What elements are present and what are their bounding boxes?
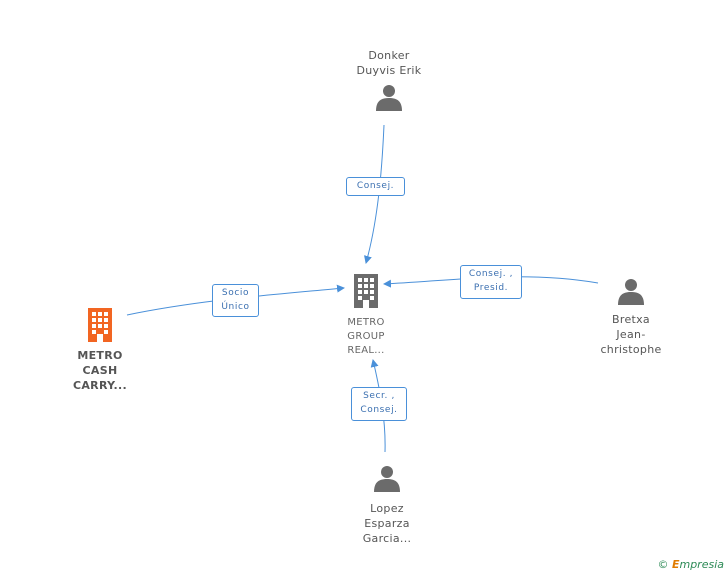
node-lopez-esparza-garcia[interactable]: Lopez Esparza Garcia... — [342, 463, 432, 546]
edge-label-line: Secr. , — [363, 391, 395, 401]
edge-label-line: Consej. — [356, 181, 395, 191]
node-bretxa-jean-christophe[interactable]: Bretxa Jean- christophe — [586, 276, 676, 357]
node-label-line: REAL... — [347, 345, 385, 356]
node-metro-cash-carry[interactable]: METRO CASH CARRY... — [60, 306, 140, 393]
building-icon — [354, 274, 378, 308]
brand-logo-initial: E — [671, 558, 680, 571]
edge-label-metro-cash[interactable]: Socio Único — [212, 284, 259, 317]
building-icon — [88, 308, 112, 342]
node-label-line: CASH — [82, 364, 118, 377]
node-label-line: Donker — [368, 49, 410, 62]
edge-label-line: Único — [221, 302, 250, 312]
person-icon — [376, 85, 402, 111]
node-metro-group-real[interactable]: METRO GROUP REAL... — [327, 272, 405, 358]
edge-label-line: Presid. — [473, 283, 509, 293]
person-icon — [618, 279, 644, 305]
brand-logo-text: mpresia — [679, 558, 724, 571]
edge-label-bretxa[interactable]: Consej. , Presid. — [460, 265, 522, 299]
edge-label-line: Consej. — [360, 405, 398, 415]
node-label-line: GROUP — [347, 331, 385, 342]
empresia-brand: © Empresia — [657, 558, 724, 571]
node-label-line: Garcia... — [362, 532, 412, 545]
person-icon — [374, 466, 400, 492]
copyright-icon: © — [657, 558, 669, 571]
node-label-line: Jean- — [616, 328, 646, 341]
edge-label-line: Socio — [221, 288, 250, 298]
node-label-line: Lopez — [370, 502, 404, 515]
node-label-line: METRO — [77, 349, 123, 362]
edge-label-donker[interactable]: Consej. — [346, 177, 405, 196]
node-label-line: METRO — [347, 317, 385, 328]
edge-label-lopez[interactable]: Secr. , Consej. — [351, 387, 407, 421]
edge-label-line: Consej. , — [468, 269, 514, 279]
node-label-line: Duyvis Erik — [356, 64, 422, 77]
node-label-line: christophe — [600, 343, 662, 356]
node-label-line: Esparza — [364, 517, 410, 530]
node-label-line: CARRY... — [72, 379, 127, 392]
node-donker-duyvis-erik[interactable]: Donker Duyvis Erik — [339, 48, 439, 116]
node-label-line: Bretxa — [612, 313, 650, 326]
